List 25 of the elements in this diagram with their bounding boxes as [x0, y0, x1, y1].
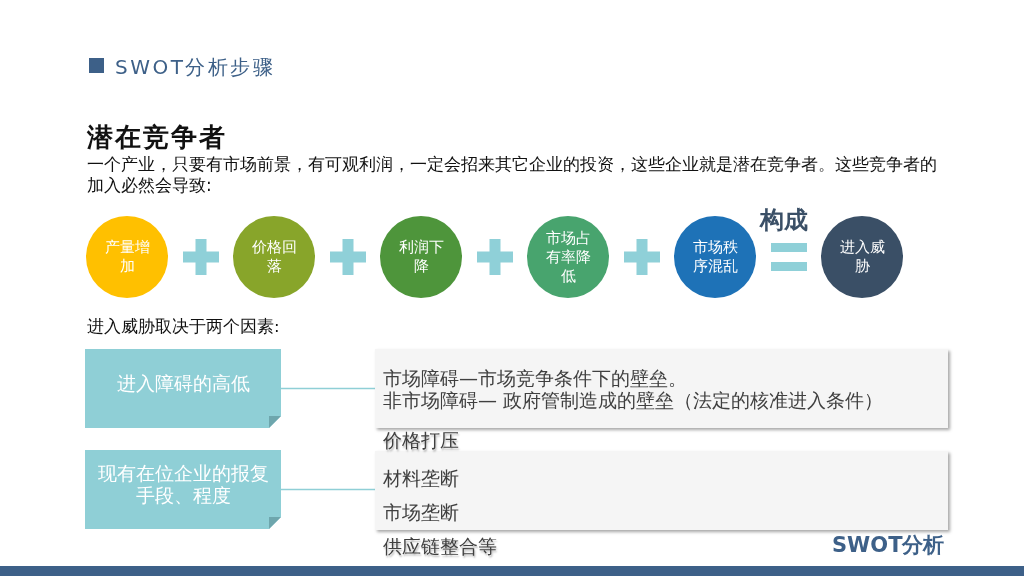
detail-text: 市场垄断: [383, 500, 459, 523]
note-card: [85, 450, 281, 529]
slide-title: SWOT分析步骤: [115, 54, 276, 80]
factors-intro: 进入威胁取决于两个因素:: [87, 316, 280, 338]
detail-text: 市场障碍—市场竞争条件下的壁垒。: [383, 366, 687, 389]
detail-text: 非市场障碍— 政府管制造成的壁垒（法定的核准进入条件）: [383, 388, 884, 411]
note-label: 现有在位企业的报复手段、程度: [96, 461, 270, 506]
note-label: 进入障碍的高低: [116, 371, 250, 394]
detail-text: 供应链整合等: [383, 535, 497, 557]
detail-panel: [375, 451, 948, 530]
step-label: 价格回落: [251, 238, 297, 276]
detail-panel: [375, 349, 948, 428]
step-label: 市场占有率降低: [545, 228, 591, 286]
step-label: 进入威胁: [839, 238, 885, 276]
step-label: 利润下降: [398, 238, 444, 276]
detail-text: 价格打压: [383, 429, 459, 451]
step-label: 产量增加: [104, 238, 150, 276]
note-card: [85, 349, 281, 428]
connector-line: [280, 488, 376, 491]
step-label: 市场秩序混乱: [692, 238, 738, 276]
connector-line: [280, 387, 376, 390]
detail-text: 材料垄断: [383, 466, 459, 489]
section-heading: 潜在竞争者: [87, 121, 227, 153]
intro-paragraph: 一个产业，只要有市场前景，有可观利润，一定会招来其它企业的投资，这些企业就是潜在竞争者。这些竞争者的加入必然会导致:: [87, 154, 938, 196]
equation-label: 构成: [760, 205, 808, 235]
